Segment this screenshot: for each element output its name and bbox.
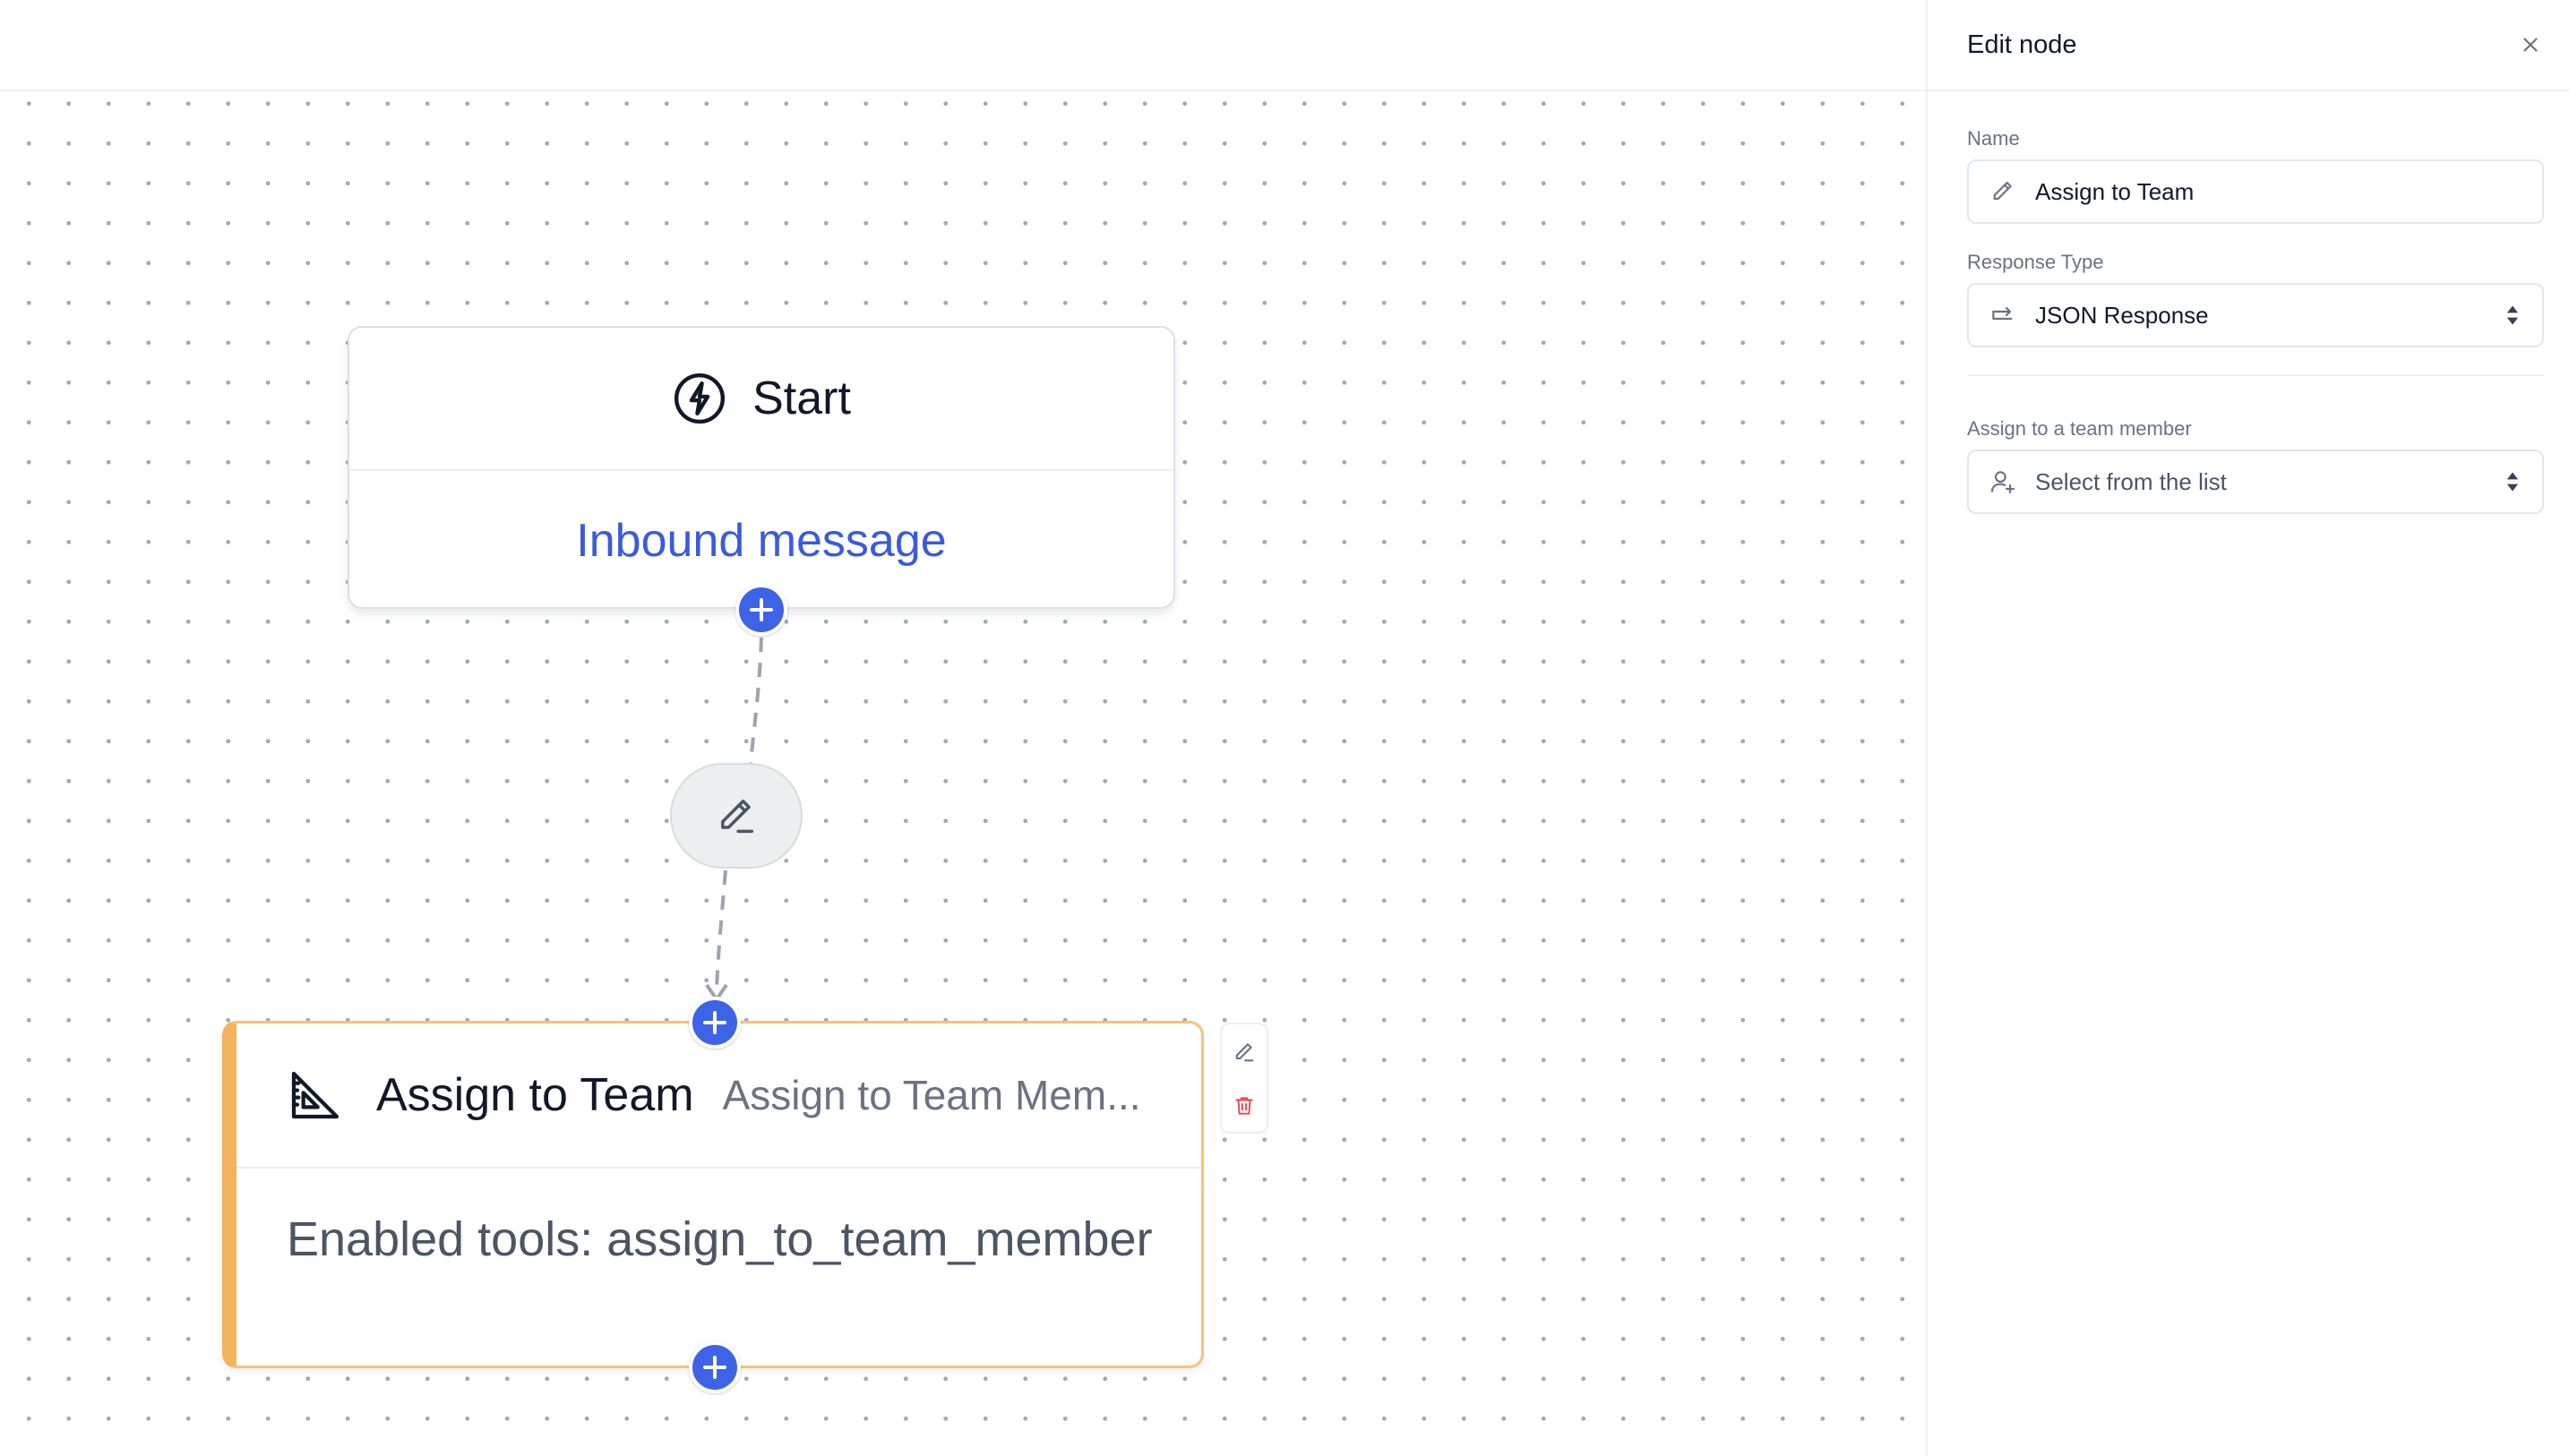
assign-node-tools: Enabled tools: assign_to_team_member: [287, 1212, 1153, 1266]
assign-node-input-add-button[interactable]: [689, 997, 741, 1049]
pencil-icon: [1235, 1042, 1254, 1061]
node-actions-toolbar: [1220, 1023, 1268, 1134]
panel-body: Name Response Type: [1928, 91, 2569, 514]
panel-header: Edit node: [1928, 0, 2569, 91]
edit-node-button[interactable]: [1232, 1040, 1257, 1065]
lightning-icon: [672, 371, 727, 426]
panel-divider: [1967, 374, 2544, 376]
close-panel-button[interactable]: [2519, 33, 2542, 56]
assign-member-label: Assign to a team member: [1967, 417, 2192, 440]
edit-node-panel: Edit node Name Response Type: [1926, 0, 2569, 1456]
response-type-label: Response Type: [1967, 251, 2104, 273]
assign-member-field-group: Assign to a team member Select from the …: [1967, 417, 2544, 514]
assign-node-header: Assign to Team Assign to Team Mem...: [236, 1023, 1201, 1169]
assign-node-description: Assign to Team Mem...: [722, 1072, 1141, 1118]
assign-member-select[interactable]: Select from the list: [1967, 450, 2544, 514]
start-node-add-button[interactable]: [735, 584, 787, 636]
connector-edit-button[interactable]: [670, 763, 803, 869]
pencil-icon: [1989, 177, 2017, 206]
return-arrow-icon: [1989, 301, 2017, 330]
start-node-title: Start: [752, 373, 851, 424]
top-bar: [0, 0, 1926, 91]
name-label: Name: [1967, 127, 2020, 150]
response-type-select[interactable]: JSON Response: [1967, 283, 2544, 347]
start-node-header: Start: [349, 328, 1173, 471]
pencil-line-icon: [713, 792, 760, 839]
name-field-group: Name: [1967, 127, 2544, 224]
assign-node-output-add-button[interactable]: [689, 1341, 741, 1393]
chevron-up-down-icon: [2503, 303, 2522, 328]
close-icon: [2523, 38, 2538, 52]
set-square-icon: [287, 1066, 344, 1124]
name-input[interactable]: [2035, 177, 2522, 206]
response-type-field-group: Response Type JSON Response: [1967, 251, 2544, 347]
assign-node-title: Assign to Team: [376, 1069, 694, 1121]
user-plus-icon: [1989, 467, 2017, 496]
delete-node-button[interactable]: [1233, 1094, 1256, 1118]
name-field[interactable]: [1967, 159, 2544, 224]
chevron-up-down-icon: [2503, 469, 2522, 494]
response-type-value: JSON Response: [2035, 301, 2209, 329]
assign-node[interactable]: Assign to Team Assign to Team Mem... Ena…: [222, 1021, 1204, 1368]
panel-title: Edit node: [1967, 30, 2077, 59]
start-node-trigger: Inbound message: [576, 515, 947, 567]
start-node[interactable]: Start Inbound message: [348, 326, 1175, 609]
assign-member-placeholder: Select from the list: [2035, 467, 2227, 495]
trash-icon: [1235, 1096, 1253, 1115]
